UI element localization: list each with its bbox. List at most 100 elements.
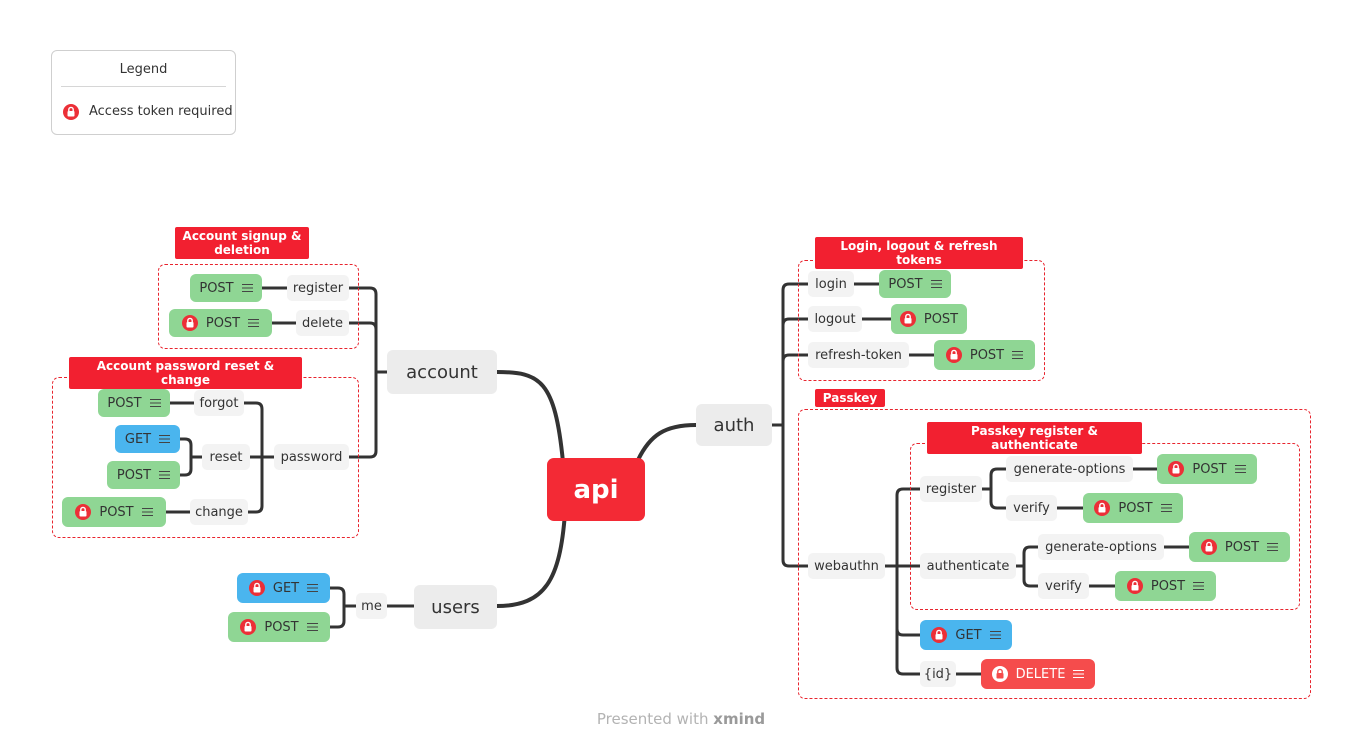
lock-icon: [1094, 500, 1111, 516]
lock-icon: [945, 347, 962, 363]
notes-icon: [248, 318, 260, 328]
notes-icon: [306, 622, 318, 632]
subtopic-change[interactable]: change: [190, 499, 248, 525]
notes-icon: [1267, 542, 1279, 552]
method-post[interactable]: POST: [1189, 532, 1290, 562]
method-post[interactable]: POST: [934, 340, 1035, 370]
subtopic-login[interactable]: login: [808, 271, 854, 297]
method-label: POST: [1224, 539, 1260, 555]
method-label: GET: [272, 580, 300, 596]
method-label: POST: [199, 280, 234, 296]
method-label: POST: [116, 467, 152, 483]
subtopic-logout[interactable]: logout: [808, 306, 862, 332]
method-post[interactable]: POST: [107, 461, 180, 489]
method-post[interactable]: POST: [1115, 571, 1216, 601]
method-get[interactable]: GET: [237, 573, 330, 603]
subtopic-generate-options[interactable]: generate-options: [1006, 456, 1133, 482]
legend: Legend Access token required: [51, 50, 236, 135]
lock-icon: [931, 627, 948, 643]
boundary-label-password: Account password reset & change: [69, 357, 302, 389]
notes-icon: [1073, 669, 1085, 679]
lock-icon: [75, 504, 92, 520]
legend-title: Legend: [119, 62, 168, 77]
subtopic-webauthn-register[interactable]: register: [920, 476, 982, 502]
method-post[interactable]: POST: [228, 612, 330, 642]
notes-icon: [307, 583, 319, 593]
lock-icon: [181, 315, 198, 331]
method-label: DELETE: [1015, 666, 1066, 682]
method-label: POST: [1192, 461, 1227, 477]
method-label: POST: [1150, 578, 1186, 594]
footer-prefix: Presented with: [596, 710, 709, 728]
method-post[interactable]: POST: [1157, 454, 1257, 484]
topic-account[interactable]: account: [387, 350, 497, 394]
lock-icon: [240, 619, 257, 635]
method-label: POST: [923, 311, 959, 327]
notes-icon: [1234, 464, 1246, 474]
boundary-signup: [158, 264, 359, 349]
boundary-label-login: Login, logout & refresh tokens: [815, 237, 1023, 269]
lock-icon: [63, 104, 79, 120]
method-label: POST: [1118, 500, 1153, 516]
subtopic-delete[interactable]: delete: [296, 310, 349, 336]
boundary-label-signup: Account signup & deletion: [175, 227, 309, 259]
method-label: POST: [99, 504, 134, 520]
lock-icon: [1200, 539, 1217, 555]
method-post[interactable]: POST: [891, 304, 967, 334]
method-post[interactable]: POST: [879, 270, 951, 298]
topic-users[interactable]: users: [414, 585, 497, 629]
root-node-api[interactable]: api: [547, 458, 645, 521]
method-get[interactable]: GET: [115, 425, 180, 453]
method-post[interactable]: POST: [190, 274, 262, 302]
subtopic-register[interactable]: register: [287, 275, 349, 301]
notes-icon: [1193, 581, 1205, 591]
subtopic-refresh-token[interactable]: refresh-token: [808, 342, 909, 368]
notes-icon: [930, 279, 942, 289]
method-label: GET: [955, 627, 982, 643]
lock-icon: [899, 311, 916, 327]
boundary-passkey: [798, 409, 1311, 699]
subtopic-generate-options[interactable]: generate-options: [1038, 534, 1164, 560]
method-label: POST: [205, 315, 241, 331]
subtopic-verify[interactable]: verify: [1006, 495, 1057, 521]
lock-icon: [1168, 461, 1185, 477]
lock-icon: [1126, 578, 1143, 594]
notes-icon: [159, 434, 171, 444]
method-label: GET: [124, 431, 152, 447]
boundary-label-passkey: Passkey: [815, 389, 885, 407]
method-label: POST: [264, 619, 299, 635]
legend-item-label: Access token required: [89, 104, 233, 119]
notes-icon: [1160, 503, 1172, 513]
subtopic-webauthn[interactable]: webauthn: [808, 553, 885, 579]
subtopic-reset[interactable]: reset: [202, 444, 250, 470]
subtopic-forgot[interactable]: forgot: [194, 390, 244, 416]
notes-icon: [241, 283, 253, 293]
notes-icon: [159, 470, 171, 480]
method-label: POST: [969, 347, 1005, 363]
notes-icon: [141, 507, 153, 517]
notes-icon: [1012, 350, 1024, 360]
method-post[interactable]: POST: [98, 389, 170, 417]
method-post[interactable]: POST: [169, 309, 272, 337]
method-delete[interactable]: DELETE: [981, 659, 1095, 689]
method-label: POST: [107, 395, 142, 411]
subtopic-id[interactable]: {id}: [920, 661, 956, 687]
method-label: POST: [888, 276, 923, 292]
footer-credit: Presented with xmind: [0, 710, 1362, 728]
notes-icon: [989, 630, 1001, 640]
topic-auth[interactable]: auth: [696, 404, 772, 446]
lock-icon: [248, 580, 265, 596]
footer-brand: xmind: [713, 710, 766, 728]
subtopic-password[interactable]: password: [274, 444, 349, 470]
subtopic-webauthn-authenticate[interactable]: authenticate: [920, 553, 1016, 579]
method-post[interactable]: POST: [1083, 493, 1183, 523]
method-get[interactable]: GET: [920, 620, 1012, 650]
subtopic-me[interactable]: me: [356, 593, 387, 619]
boundary-label-passkey-sub: Passkey register & authenticate: [927, 422, 1142, 454]
legend-divider: [61, 86, 226, 87]
subtopic-verify[interactable]: verify: [1038, 573, 1089, 599]
lock-icon: [991, 666, 1008, 682]
notes-icon: [149, 398, 161, 408]
method-post[interactable]: POST: [62, 497, 166, 527]
